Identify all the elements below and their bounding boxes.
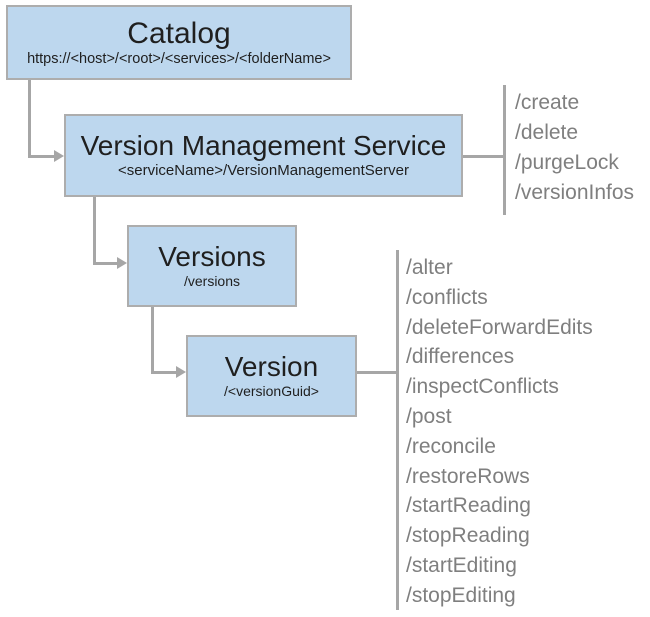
operation-item: /reconcile xyxy=(406,434,496,458)
connector-versions-to-version-horizontal xyxy=(151,371,176,374)
operation-item: /startEditing xyxy=(406,553,517,577)
connector-vms-to-operations xyxy=(463,155,503,158)
node-versions: Versions /versions xyxy=(127,225,297,307)
operation-item: /versionInfos xyxy=(515,181,635,204)
version-url-pattern: /<versionGuid> xyxy=(224,382,319,399)
connector-version-to-operations xyxy=(357,371,396,374)
connector-catalog-to-vms-vertical xyxy=(28,80,31,158)
catalog-url-pattern: https://<host>/<root>/<services>/<folder… xyxy=(27,50,331,67)
connector-vms-to-versions-vertical xyxy=(93,197,96,265)
vms-operations-list: /create/delete/purgeLock/versionInfos xyxy=(515,88,634,208)
operation-item: /inspectConflicts xyxy=(406,375,559,399)
version-management-service-url-pattern: <serviceName>/VersionManagementServer xyxy=(118,161,409,179)
arrowhead-into-vms-icon xyxy=(54,150,64,162)
operation-item: /post xyxy=(406,404,452,428)
version-management-service-title: Version Management Service xyxy=(80,129,447,161)
operation-item: /startReading xyxy=(406,494,531,518)
version-title: Version xyxy=(224,350,319,382)
node-version: Version /<versionGuid> xyxy=(186,335,357,417)
operation-item: /stopEditing xyxy=(406,583,516,607)
node-version-management-service: Version Management Service <serviceName>… xyxy=(64,114,463,197)
operation-item: /conflicts xyxy=(406,285,488,309)
arrowhead-into-versions-icon xyxy=(117,257,127,269)
operation-item: /alter xyxy=(406,256,453,279)
node-catalog: Catalog https://<host>/<root>/<services>… xyxy=(6,5,352,80)
vms-operations-bar xyxy=(503,85,506,215)
versions-url-pattern: /versions xyxy=(183,272,241,289)
operation-item: /stopReading xyxy=(406,524,530,548)
catalog-title: Catalog xyxy=(127,16,231,50)
operation-item: /restoreRows xyxy=(406,464,530,488)
operation-item: /delete xyxy=(515,121,579,144)
arrowhead-into-version-icon xyxy=(176,366,186,378)
versions-title: Versions xyxy=(158,240,266,272)
operation-item: /differences xyxy=(406,345,515,369)
operation-item: /purgeLock xyxy=(515,151,619,174)
connector-vms-to-versions-horizontal xyxy=(93,262,117,265)
connector-catalog-to-vms-horizontal xyxy=(28,155,54,158)
connector-versions-to-version-vertical xyxy=(151,307,154,374)
operation-item: /create xyxy=(515,91,580,114)
operation-item: /deleteForwardEdits xyxy=(406,315,593,339)
version-operations-bar xyxy=(396,250,399,610)
version-operations-list: /alter/conflicts/deleteForwardEdits/diff… xyxy=(406,253,593,611)
